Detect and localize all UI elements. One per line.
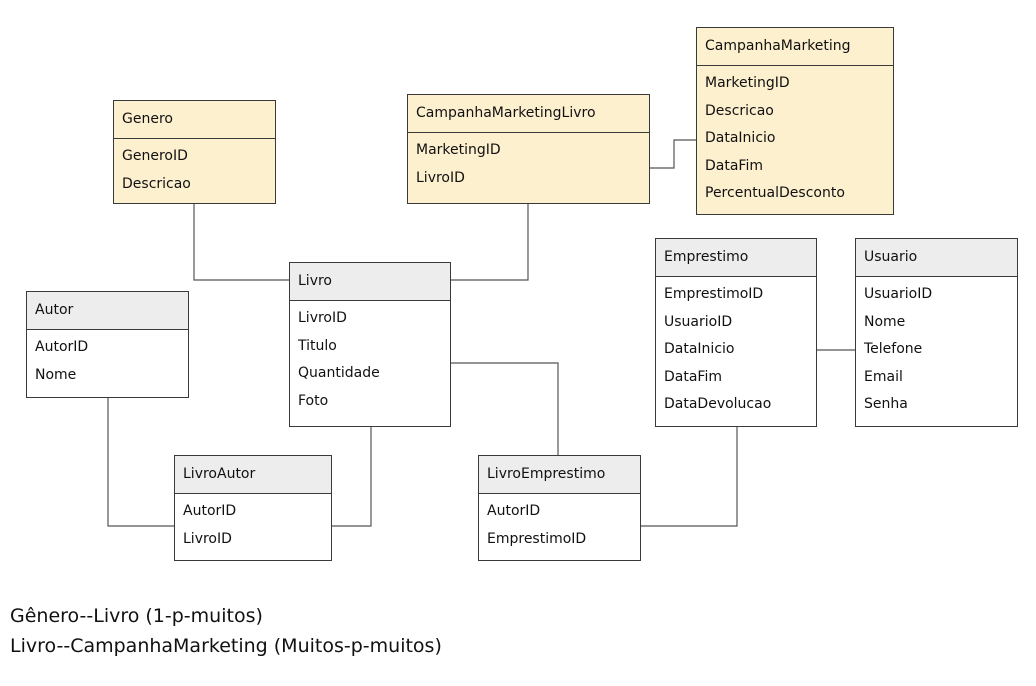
entity-field: AutorID bbox=[183, 503, 237, 519]
entity-header: Genero bbox=[114, 101, 275, 139]
line-livro-campanhamarketinglivro bbox=[451, 203, 529, 281]
line-autor-livroautor bbox=[107, 397, 175, 527]
entity-field: LivroID bbox=[183, 530, 232, 547]
entity-usuario[interactable]: Usuario UsuarioID Nome Telefone Email Se… bbox=[855, 238, 1018, 427]
entity-autor[interactable]: Autor AutorID Nome bbox=[26, 291, 189, 398]
entity-field: DataFim bbox=[664, 368, 722, 385]
entity-field: Titulo bbox=[298, 337, 337, 354]
entity-header: Livro bbox=[290, 263, 450, 301]
entity-field: Nome bbox=[35, 366, 77, 383]
entity-field: PercentualDesconto bbox=[705, 185, 845, 202]
entity-header: LivroEmprestimo bbox=[479, 456, 640, 494]
entity-field: EmprestimoID bbox=[664, 286, 764, 302]
entity-field: Telefone bbox=[864, 341, 923, 358]
entity-emprestimo[interactable]: Emprestimo EmprestimoID UsuarioID DataIn… bbox=[655, 238, 817, 427]
note-genero-livro: Gênero--Livro (1-p-muitos) bbox=[10, 605, 263, 627]
line-campanhamarketinglivro-campanhamarketing bbox=[650, 139, 697, 169]
line-genero-livro bbox=[193, 203, 290, 281]
entity-header: LivroAutor bbox=[175, 456, 331, 494]
entity-header: CampanhaMarketingLivro bbox=[408, 95, 649, 133]
entity-field: MarketingID bbox=[705, 75, 790, 91]
entity-field: Quantidade bbox=[298, 365, 380, 382]
entity-campanha-marketing-livro[interactable]: CampanhaMarketingLivro MarketingID Livro… bbox=[407, 94, 650, 204]
entity-livro-autor[interactable]: LivroAutor AutorID LivroID bbox=[174, 455, 332, 561]
entity-livro-emprestimo[interactable]: LivroEmprestimo AutorID EmprestimoID bbox=[478, 455, 641, 561]
entity-field: DataFim bbox=[705, 157, 763, 174]
entity-field: DataInicio bbox=[664, 341, 735, 358]
entity-field: DataInicio bbox=[705, 130, 776, 147]
entity-header: CampanhaMarketing bbox=[697, 28, 893, 66]
entity-field: Nome bbox=[864, 313, 906, 330]
entity-field: UsuarioID bbox=[864, 286, 933, 302]
entity-field: MarketingID bbox=[416, 142, 501, 158]
entity-field: GeneroID bbox=[122, 148, 188, 164]
entity-field: Senha bbox=[864, 396, 908, 413]
entity-genero[interactable]: Genero GeneroID Descricao bbox=[113, 100, 276, 204]
entity-header: Emprestimo bbox=[656, 239, 816, 277]
entity-campanha-marketing[interactable]: CampanhaMarketing MarketingID Descricao … bbox=[696, 27, 894, 215]
entity-field: UsuarioID bbox=[664, 313, 733, 330]
note-livro-campanha: Livro--CampanhaMarketing (Muitos-p-muito… bbox=[10, 635, 442, 657]
entity-field: AutorID bbox=[35, 339, 89, 355]
entity-field: LivroID bbox=[416, 169, 465, 186]
entity-field: Email bbox=[864, 368, 903, 385]
entity-field: DataDevolucao bbox=[664, 396, 772, 413]
entity-field: Foto bbox=[298, 392, 329, 409]
line-livro-livroautor bbox=[331, 426, 372, 527]
entity-field: LivroID bbox=[298, 310, 347, 326]
line-emprestimo-livroemprestimo bbox=[640, 426, 738, 527]
line-livro-livroemprestimo bbox=[451, 362, 559, 456]
entity-livro[interactable]: Livro LivroID Titulo Quantidade Foto bbox=[289, 262, 451, 427]
entity-field: AutorID bbox=[487, 503, 541, 519]
entity-field: EmprestimoID bbox=[487, 530, 587, 547]
entity-field: Descricao bbox=[122, 175, 191, 192]
entity-field: Descricao bbox=[705, 102, 774, 119]
entity-header: Usuario bbox=[856, 239, 1017, 277]
entity-header: Autor bbox=[27, 292, 188, 330]
